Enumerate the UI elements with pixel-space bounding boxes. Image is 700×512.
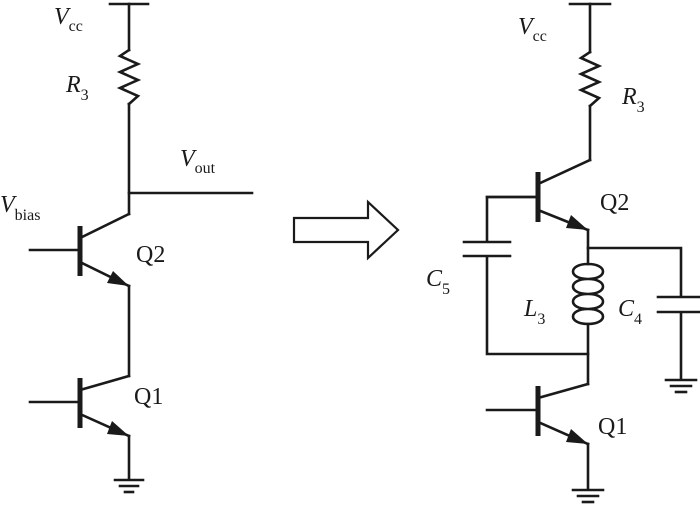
right-q2-label: Q2: [600, 190, 629, 216]
right-c4-label: C4: [618, 296, 642, 328]
right-q2-transistor: [485, 158, 592, 232]
right-c5-capacitor: [462, 240, 512, 258]
left-vout-label: Vout: [180, 146, 216, 177]
left-r3-resistor: [116, 48, 142, 106]
transform-arrow: [292, 199, 400, 261]
right-r3-label: R3: [621, 84, 645, 116]
right-ground-symbol: [571, 488, 605, 504]
left-ground-symbol: [113, 478, 145, 494]
left-r3-label: R3: [65, 72, 89, 104]
right-circuit: Vcc R3 Q2 C5 L3 C4 Q1: [426, 2, 700, 504]
left-q2-label: Q2: [136, 242, 165, 268]
right-c4-wire-top: [586, 246, 683, 297]
right-vcc-label: Vcc: [518, 14, 547, 45]
right-r3-resistor: [577, 50, 603, 108]
right-c4-capacitor: [656, 295, 700, 314]
right-c5-label: C5: [426, 266, 450, 298]
right-q1-label: Q1: [598, 414, 627, 440]
right-l3-label: L3: [523, 296, 545, 328]
right-c5-wire-bottom: [485, 256, 590, 356]
right-l3-inductor: [571, 262, 605, 326]
right-q1-transistor: [485, 382, 590, 446]
left-q2-transistor: [28, 212, 131, 288]
right-c5-wire-top: [485, 195, 540, 242]
left-q1-transistor: [28, 374, 131, 438]
left-vbias-label: Vbias: [0, 192, 40, 224]
left-q1-label: Q1: [134, 384, 163, 410]
left-circuit: Vcc R3 Vout Vbias Q2 Q1: [0, 2, 254, 494]
right-c4-ground-symbol: [664, 378, 698, 394]
left-vcc-label: Vcc: [54, 4, 83, 35]
